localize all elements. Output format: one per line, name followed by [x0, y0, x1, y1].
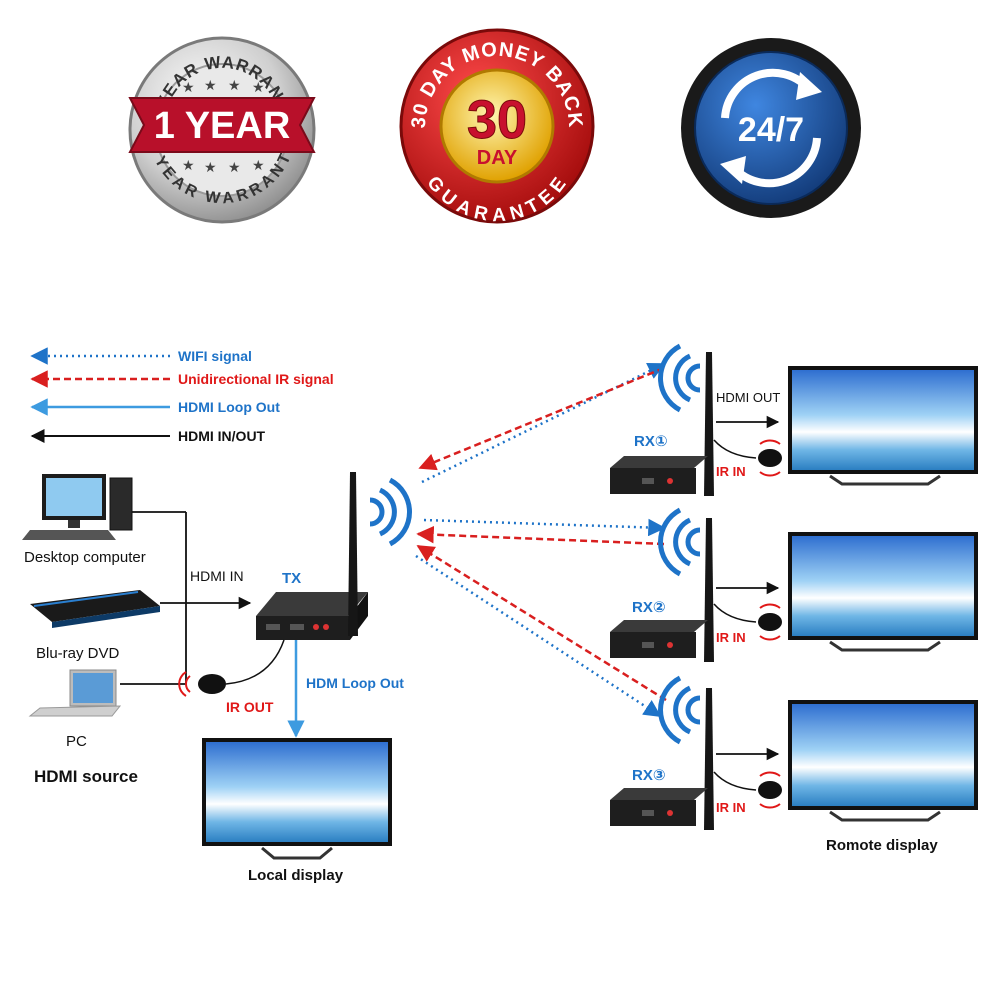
- legend-ir-label: Unidirectional IR signal: [178, 371, 334, 387]
- rx2-label: RX②: [632, 599, 666, 616]
- ir-line-rx3: [416, 544, 667, 702]
- legend-hdmi-label: HDMI IN/OUT: [178, 428, 266, 444]
- ir-out-label: IR OUT: [226, 699, 274, 715]
- rx1-ir-receiver-icon: [758, 439, 782, 477]
- rx3-wifi-waves-icon: [657, 675, 701, 745]
- laptop-icon: [28, 669, 122, 717]
- svg-text:★: ★: [204, 77, 217, 93]
- local-display-label: Local display: [248, 867, 344, 884]
- support-badge: 24/7: [681, 38, 861, 218]
- svg-text:★: ★: [228, 77, 241, 93]
- rx2-ir-in-label: IR IN: [716, 630, 746, 645]
- remote-display-tv-1: [788, 366, 978, 486]
- rx1-hdmi-out-label: HDMI OUT: [716, 390, 780, 405]
- rx1-label: RX①: [634, 433, 668, 450]
- wifi-line-rx3: [415, 554, 662, 718]
- bluray-label: Blu-ray DVD: [36, 645, 120, 662]
- pc-label: PC: [66, 733, 87, 750]
- ir-line-rx2: [416, 525, 665, 546]
- tx-wifi-waves-icon: [369, 477, 413, 547]
- money-back-unit: DAY: [477, 147, 518, 169]
- warranty-main-text: 1 YEAR: [154, 105, 291, 147]
- local-display-tv: [202, 738, 392, 860]
- hdmi-in-label: HDMI IN: [190, 568, 244, 584]
- desktop-computer-icon: [22, 474, 133, 540]
- ir-emitter-icon: [178, 639, 285, 697]
- receiver-3: RX③ IR IN: [610, 675, 782, 830]
- money-back-badge: 30 DAY MONEY BACK GUARANTEE 30 DAY: [399, 28, 595, 226]
- warranty-ribbon: [128, 97, 316, 153]
- hdmi-source-label: HDMI source: [34, 767, 138, 786]
- rx3-label: RX③: [632, 767, 666, 784]
- transmitter-unit: [256, 592, 368, 640]
- rx2-ir-receiver-icon: [758, 603, 782, 641]
- legend-loop-label: HDMI Loop Out: [178, 399, 280, 415]
- tx-label: TX: [282, 570, 301, 587]
- ir-line-rx1: [418, 366, 665, 471]
- svg-text:★: ★: [204, 159, 217, 175]
- antenna-icon: [348, 472, 358, 636]
- rx3-ir-receiver-icon: [758, 771, 782, 809]
- svg-text:★: ★: [182, 79, 195, 95]
- support-main-text: 24/7: [738, 111, 804, 149]
- receiver-1: RX① HDMI OUT IR IN: [610, 343, 782, 496]
- signal-lines: [415, 362, 667, 718]
- loop-out-label: HDM Loop Out: [306, 675, 404, 691]
- hdmi-input-bus: [120, 511, 252, 685]
- rx1-wifi-waves-icon: [657, 343, 701, 413]
- remote-display-label: Romote display: [826, 837, 938, 854]
- money-back-number: 30: [467, 90, 527, 150]
- rx1-ir-in-label: IR IN: [716, 464, 746, 479]
- remote-display-tv-2: [788, 532, 978, 652]
- receiver-2: RX② IR IN: [610, 507, 782, 662]
- remote-display-tv-3: [788, 700, 978, 822]
- warranty-badge: 1 YEAR WARRANTY 1 YEAR WARRANTY 1 YEAR ★…: [128, 36, 316, 224]
- svg-text:★: ★: [228, 159, 241, 175]
- svg-text:★: ★: [182, 157, 195, 173]
- legend-wifi-label: WIFI signal: [178, 348, 252, 364]
- bluray-player-icon: [30, 590, 160, 628]
- wifi-line-rx2: [423, 518, 666, 537]
- star-icon: ★ ★ ★ ★ ★ ★ ★ ★: [182, 77, 265, 175]
- rx3-ir-in-label: IR IN: [716, 800, 746, 815]
- desktop-computer-label: Desktop computer: [24, 549, 146, 566]
- refresh-arrows-icon: [721, 68, 821, 188]
- svg-text:★: ★: [252, 157, 265, 173]
- rx2-wifi-waves-icon: [657, 507, 701, 577]
- svg-text:★: ★: [252, 79, 265, 95]
- legend: WIFI signal Unidirectional IR signal HDM…: [30, 347, 334, 444]
